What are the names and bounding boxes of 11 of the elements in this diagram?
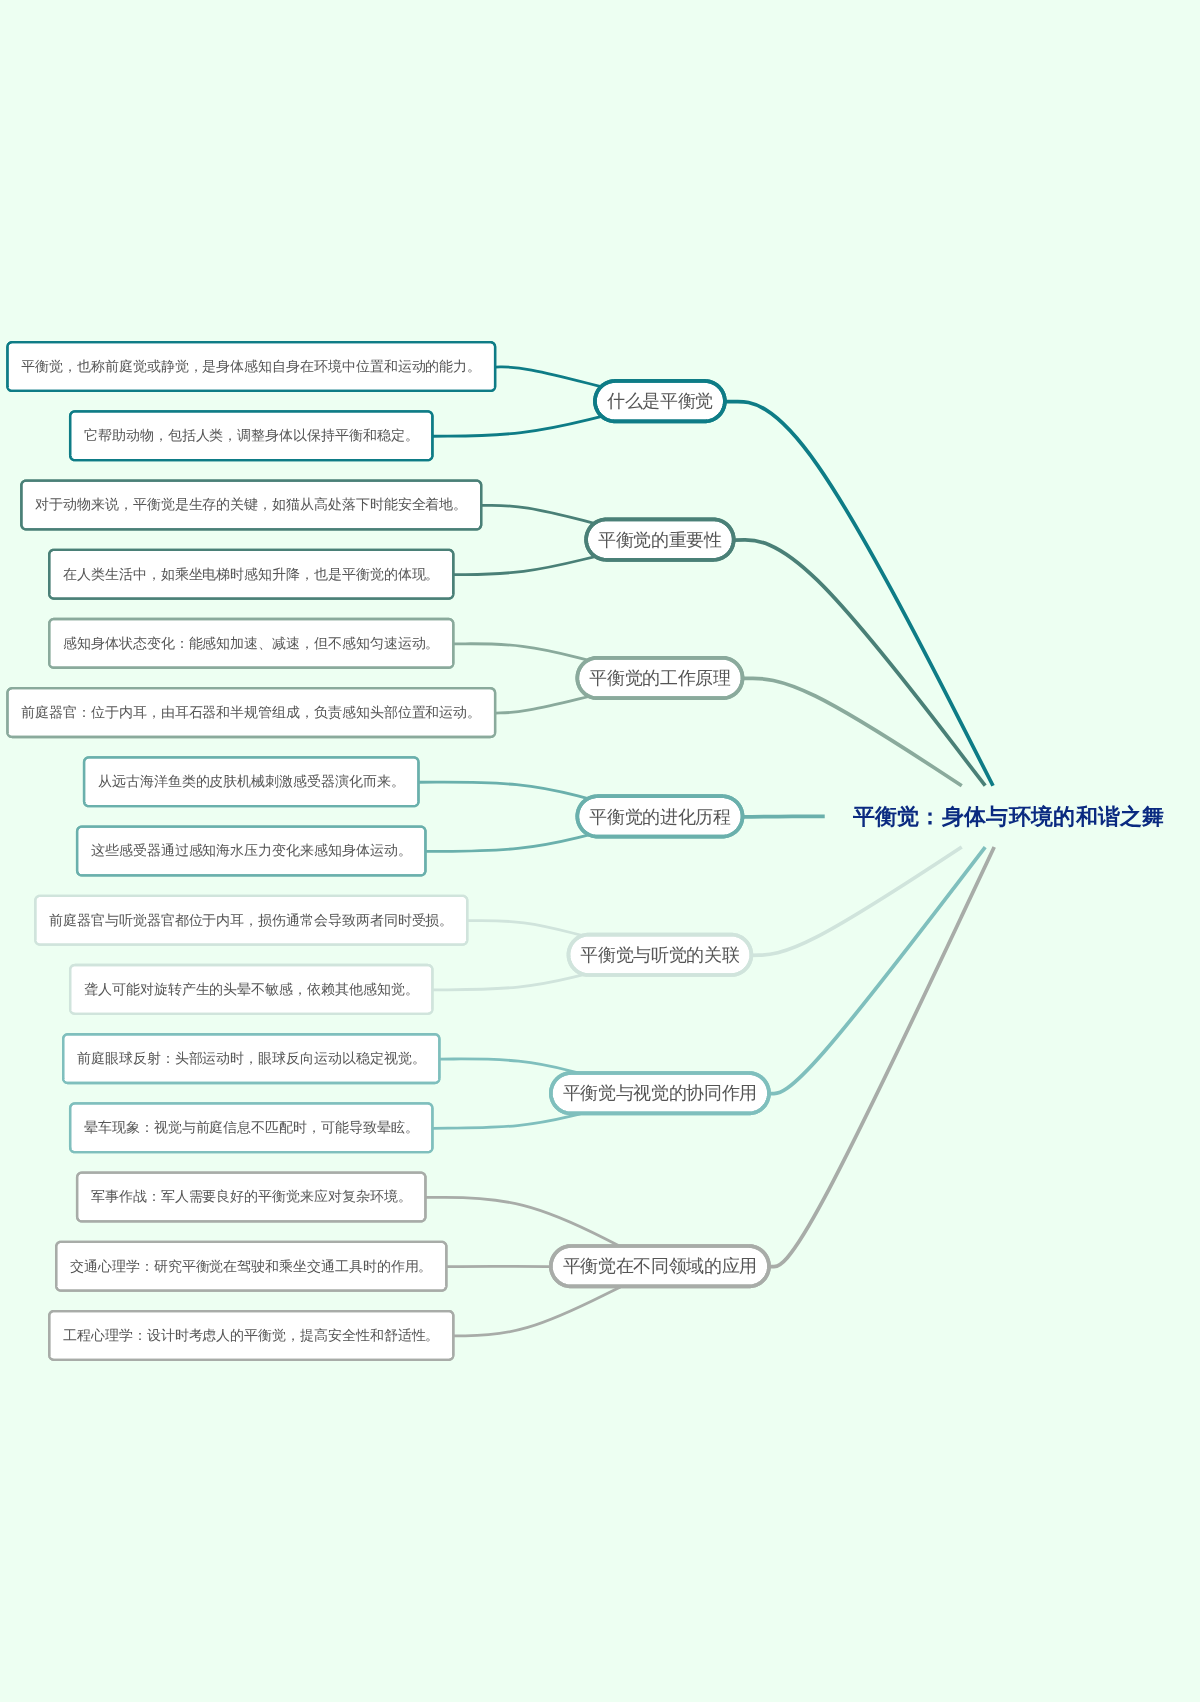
connector xyxy=(432,415,603,438)
connector xyxy=(453,555,596,577)
connector xyxy=(481,503,596,525)
connector xyxy=(495,695,590,715)
connector xyxy=(725,399,995,787)
connector xyxy=(495,365,603,389)
node-text: 平衡觉：身体与环境的和谐之舞 xyxy=(852,803,1165,830)
connector xyxy=(734,538,987,787)
connector xyxy=(769,845,987,1096)
connector xyxy=(432,973,584,992)
connector xyxy=(769,846,996,1269)
